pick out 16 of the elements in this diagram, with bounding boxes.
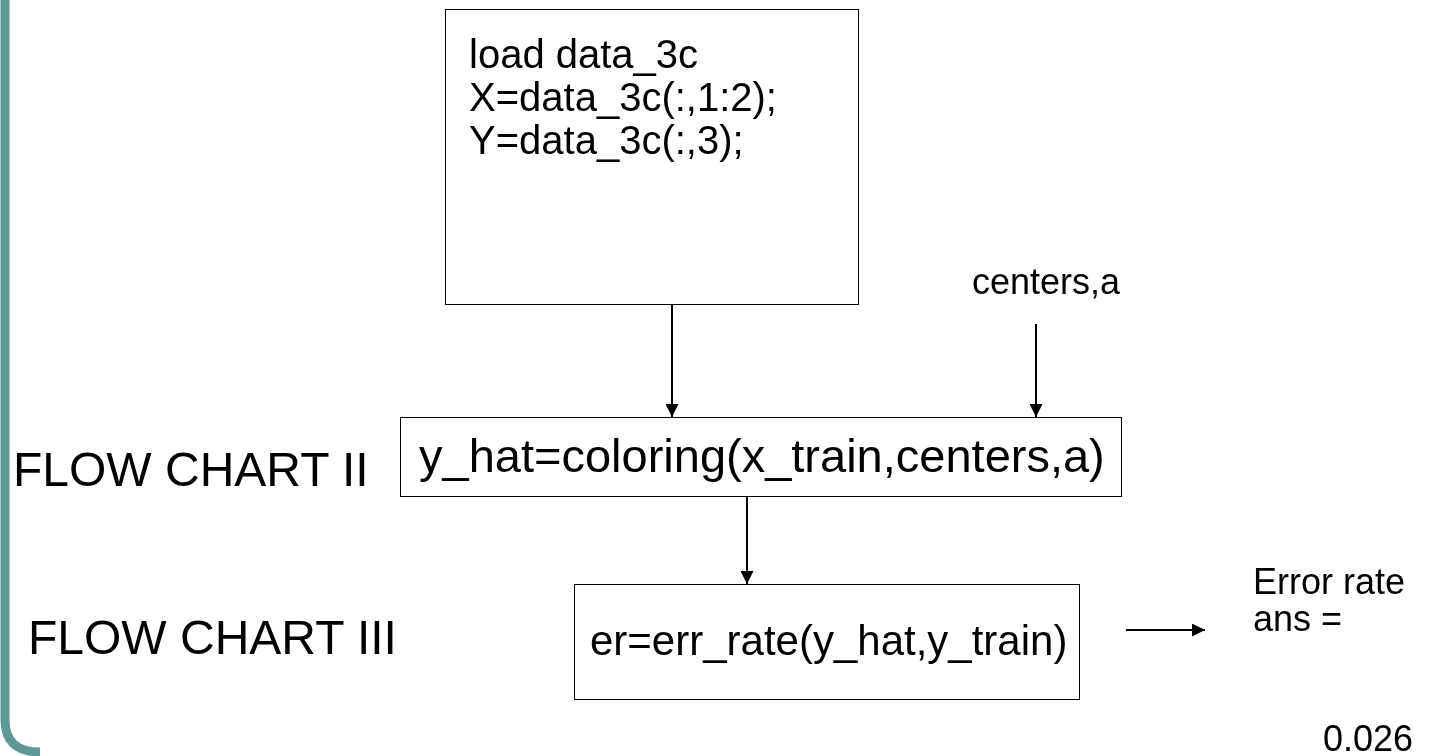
process-box <box>400 417 1122 497</box>
arrow <box>740 496 754 585</box>
code-text: X=data_3c(:,1:2); <box>469 75 777 120</box>
code-text: er=err_rate(y_hat,y_train) <box>590 617 1068 666</box>
chart-label: FLOW CHART III <box>28 610 397 666</box>
output-text: centers,a <box>972 261 1121 303</box>
code-text: y_hat=coloring(x_train,centers,a) <box>419 429 1105 484</box>
arrow <box>1125 623 1206 637</box>
code-text: load data_3c <box>469 31 699 77</box>
process-box <box>574 584 1080 700</box>
arrow <box>665 304 679 418</box>
output-text: 0.026 <box>1323 718 1414 756</box>
code-text: Y=data_3c(:,3); <box>469 118 744 163</box>
chart-label: FLOW CHART II <box>13 442 369 498</box>
arrow <box>1029 323 1043 418</box>
process-box <box>445 9 859 305</box>
